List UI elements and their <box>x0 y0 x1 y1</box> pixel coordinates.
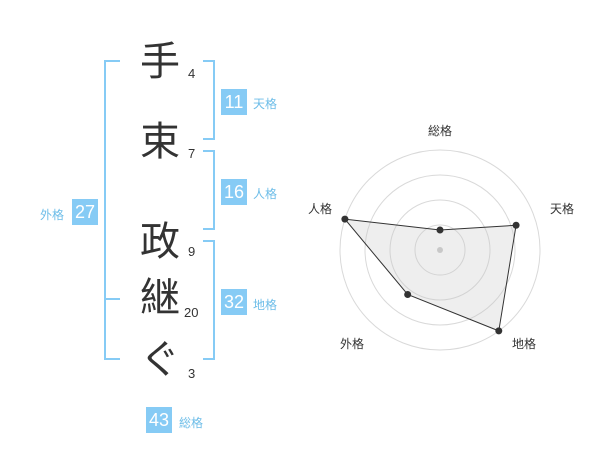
radar-axis-label-chikaku: 地格 <box>512 337 537 351</box>
radar-axis-label-gaikaku: 外格 <box>340 337 365 351</box>
tenkaku-label: 天格 <box>253 97 278 111</box>
name-char-4: 継 <box>140 275 180 321</box>
jinkaku-value-badge: 16 <box>221 179 247 205</box>
radar-point-3 <box>404 290 412 298</box>
gaikaku-bracket-mid <box>104 298 120 300</box>
gaikaku-label: 外格 <box>40 208 65 222</box>
chikaku-bracket-bottom <box>203 358 215 360</box>
gaikaku-value-badge: 27 <box>72 199 98 225</box>
name-char-2: 束 <box>140 119 180 165</box>
stroke-count-2: 7 <box>188 146 196 161</box>
stroke-count-3: 9 <box>188 244 196 259</box>
stroke-count-1: 4 <box>188 66 196 81</box>
tenkaku-bracket-top <box>203 60 215 62</box>
chikaku-bracket-vertical <box>213 240 215 360</box>
jinkaku-bracket-bottom <box>203 228 215 230</box>
radar-point-2 <box>495 327 503 335</box>
soukaku-label: 総格 <box>179 416 204 430</box>
radar-axis-label-soukaku: 総格 <box>428 124 453 138</box>
jinkaku-bracket-vertical <box>213 150 215 230</box>
radar-ring <box>339 149 541 351</box>
jinkaku-bracket-top <box>203 150 215 152</box>
radar-ring <box>389 199 491 301</box>
tenkaku-value-badge: 11 <box>221 89 247 115</box>
gaikaku-bracket-vertical <box>104 60 106 360</box>
radar-point-1 <box>512 221 520 229</box>
tenkaku-bracket-bottom <box>203 138 215 140</box>
stroke-count-5: 3 <box>188 366 196 381</box>
name-char-5: ぐ <box>140 337 180 383</box>
radar-ring <box>414 224 466 276</box>
name-char-3: 政 <box>140 219 180 265</box>
gaikaku-bracket-bottom <box>104 358 120 360</box>
radar-data-polygon <box>343 218 517 332</box>
name-char-1: 手 <box>140 39 180 85</box>
radar-point-0 <box>436 226 444 234</box>
radar-point-4 <box>341 215 349 223</box>
chikaku-label: 地格 <box>253 298 278 312</box>
chikaku-bracket-top <box>203 240 215 242</box>
soukaku-value-badge: 43 <box>146 407 172 433</box>
chikaku-value-badge: 32 <box>221 289 247 315</box>
radar-ring <box>364 174 516 326</box>
tenkaku-bracket-vertical <box>213 60 215 140</box>
radar-center-dot <box>437 247 443 253</box>
stroke-count-4: 20 <box>184 305 199 320</box>
jinkaku-label: 人格 <box>253 187 278 201</box>
radar-axis-label-tenkaku: 天格 <box>550 202 575 216</box>
gaikaku-bracket-top <box>104 60 120 62</box>
radar-axis-label-jinkaku: 人格 <box>308 202 333 216</box>
